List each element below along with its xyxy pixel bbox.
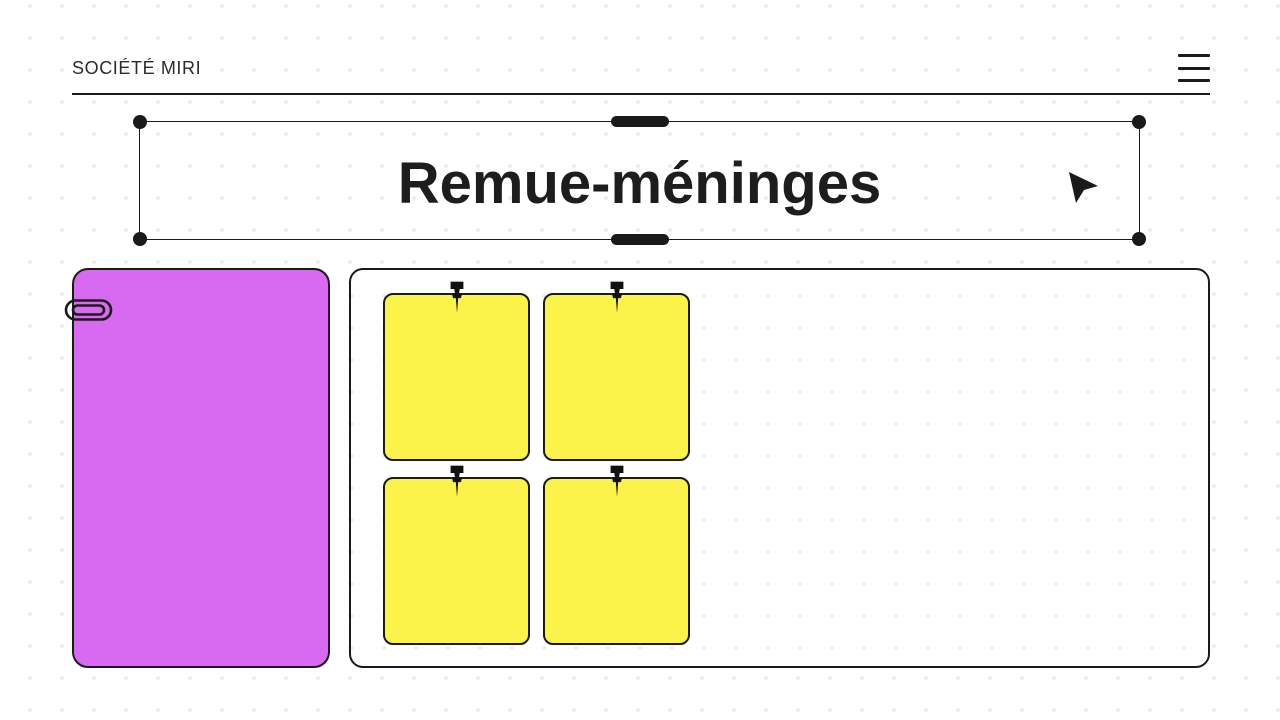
selection-corner-se[interactable] <box>1132 232 1146 246</box>
cursor-arrow-icon <box>1069 172 1098 203</box>
note-text[interactable] <box>555 305 678 449</box>
board-title[interactable]: Remue-méninges <box>397 150 882 216</box>
header-divider <box>72 93 1210 95</box>
hamburger-icon <box>1178 54 1210 57</box>
note-text[interactable] <box>395 305 518 449</box>
pushpin-icon <box>610 465 623 497</box>
note-text[interactable] <box>395 489 518 633</box>
note-text[interactable] <box>555 489 678 633</box>
title-selection-frame[interactable]: Remue-méninges <box>133 115 1146 246</box>
sticky-note[interactable] <box>543 465 690 645</box>
selection-handle-top[interactable] <box>610 116 669 127</box>
selection-corner-sw[interactable] <box>133 232 147 246</box>
selection-corner-nw[interactable] <box>133 115 147 129</box>
selection-handle-bottom[interactable] <box>610 234 669 245</box>
pushpin-icon <box>450 465 463 497</box>
notes-panel[interactable] <box>349 268 1210 668</box>
side-card[interactable] <box>64 268 330 668</box>
sticky-note[interactable] <box>543 281 690 461</box>
selection-corner-ne[interactable] <box>1132 115 1146 129</box>
paperclip-icon <box>64 299 113 321</box>
pushpin-icon <box>450 281 463 313</box>
pushpin-icon <box>610 281 623 313</box>
sticky-note[interactable] <box>383 465 530 645</box>
menu-button[interactable] <box>1178 52 1210 84</box>
brand-logo: SOCIÉTÉ MIRI <box>72 58 202 78</box>
sticky-note[interactable] <box>383 281 530 461</box>
